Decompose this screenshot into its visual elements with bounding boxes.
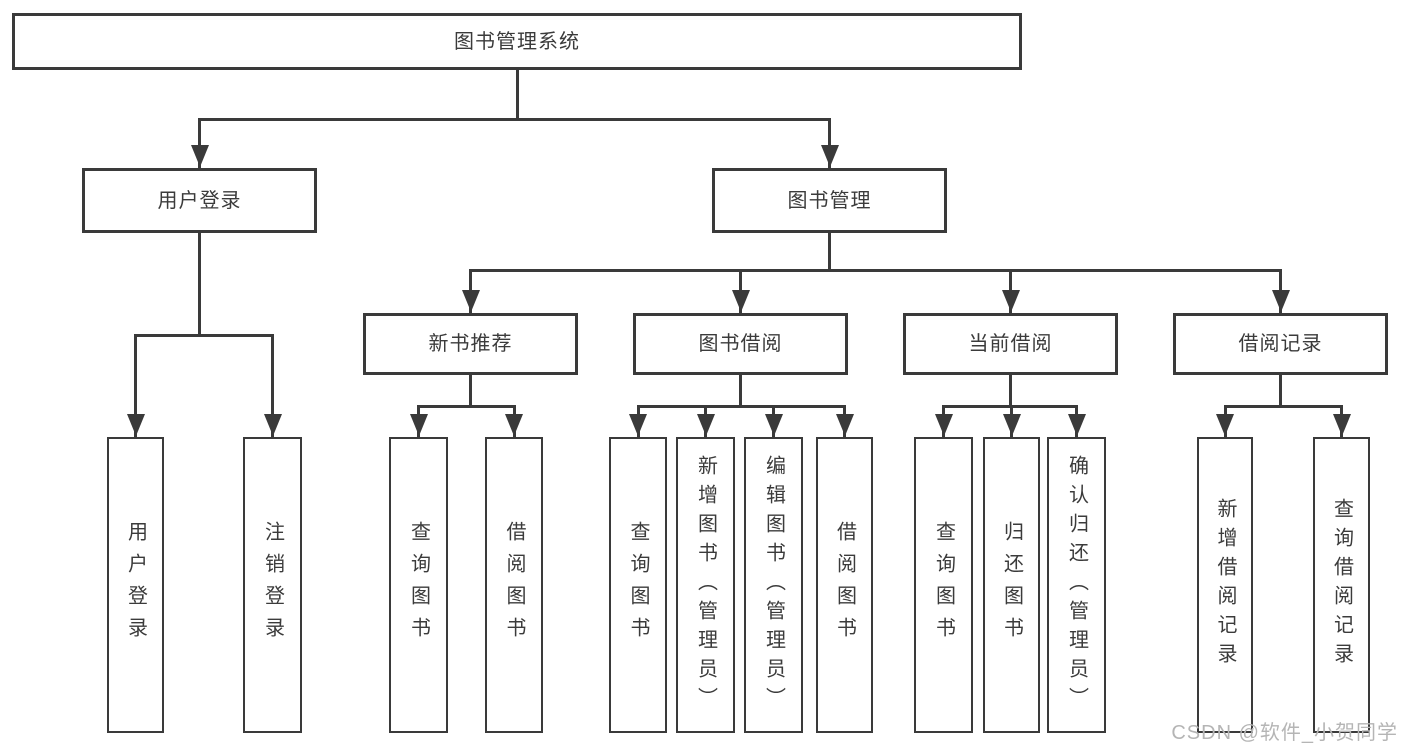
node-label: 用户登录 — [157, 189, 242, 212]
arrowhead-icon — [190, 145, 209, 167]
node-bb-edit: 编辑图书（管理员） — [744, 437, 803, 733]
node-label: 确认归还（管理员） — [1065, 454, 1088, 716]
node-login: 用户登录 — [107, 437, 164, 733]
node-borrow-record: 借阅记录 — [1173, 313, 1388, 375]
connector-line — [1279, 375, 1282, 406]
node-label: 查询图书 — [627, 521, 649, 649]
arrowhead-icon — [835, 414, 854, 436]
arrowhead-icon — [263, 414, 282, 436]
node-label: 图书管理 — [787, 189, 872, 212]
node-label: 新书推荐 — [428, 333, 513, 355]
node-book-mgmt: 图书管理 — [712, 168, 947, 233]
node-label: 借阅图书 — [833, 521, 856, 649]
connector-line — [1009, 375, 1012, 406]
node-label: 查询图书 — [407, 521, 430, 649]
connector-line — [198, 119, 201, 168]
node-br-add: 新增借阅记录 — [1197, 437, 1253, 733]
connector-line — [134, 335, 137, 437]
connector-line — [469, 268, 1282, 272]
connector-line — [417, 404, 516, 408]
watermark: CSDN @软件_小贺同学 — [1171, 722, 1398, 744]
node-label: 编辑图书（管理员） — [762, 454, 785, 716]
arrowhead-icon — [629, 414, 647, 436]
arrowhead-icon — [820, 145, 839, 167]
node-bb-search: 查询图书 — [609, 437, 667, 733]
node-cb-confirm: 确认归还（管理员） — [1047, 437, 1106, 733]
arrowhead-icon — [1002, 414, 1021, 436]
node-cb-return: 归还图书 — [983, 437, 1040, 733]
connector-line — [515, 70, 519, 119]
node-label: 用户登录 — [124, 521, 147, 649]
node-label: 当前借阅 — [968, 333, 1053, 355]
connector-line — [636, 404, 846, 408]
node-rec-borrow: 借阅图书 — [485, 437, 543, 733]
arrowhead-icon — [934, 414, 953, 436]
node-label: 查询借阅记录 — [1330, 498, 1353, 672]
node-rec-search: 查询图书 — [389, 437, 448, 733]
connector-line — [469, 375, 472, 406]
node-logout: 注销登录 — [243, 437, 302, 733]
arrowhead-icon — [1332, 414, 1351, 436]
node-label: 借阅记录 — [1238, 333, 1323, 355]
node-label: 归还图书 — [1000, 521, 1023, 649]
node-user-login: 用户登录 — [82, 168, 317, 233]
node-book-borrow: 图书借阅 — [633, 313, 848, 375]
connector-line — [739, 375, 742, 406]
node-br-search: 查询借阅记录 — [1313, 437, 1370, 733]
arrowhead-icon — [1067, 414, 1086, 436]
node-bb-add: 新增图书（管理员） — [676, 437, 735, 733]
node-new-book-rec: 新书推荐 — [363, 313, 578, 375]
connector-line — [271, 335, 274, 437]
arrowhead-icon — [505, 414, 523, 436]
arrowhead-icon — [1271, 290, 1290, 312]
node-label: 借阅图书 — [503, 521, 525, 649]
node-bb-borrow: 借阅图书 — [816, 437, 873, 733]
arrowhead-icon — [1001, 290, 1020, 312]
node-label: 注销登录 — [261, 521, 284, 649]
connector-line — [134, 333, 274, 337]
arrowhead-icon — [461, 290, 480, 312]
connector-line — [1223, 404, 1343, 408]
arrowhead-icon — [126, 414, 145, 436]
arrowhead-icon — [409, 414, 428, 436]
node-cb-search: 查询图书 — [914, 437, 973, 733]
arrowhead-icon — [731, 290, 750, 312]
node-label: 查询图书 — [932, 521, 955, 649]
connector-line — [828, 119, 831, 168]
arrowhead-icon — [696, 414, 715, 436]
connector-line — [198, 117, 831, 121]
node-current-borrow: 当前借阅 — [903, 313, 1118, 375]
node-label: 新增借阅记录 — [1214, 498, 1236, 672]
node-label: 图书借阅 — [698, 333, 783, 355]
arrowhead-icon — [1216, 414, 1234, 436]
node-label: 新增图书（管理员） — [694, 454, 717, 716]
connector-line — [828, 233, 831, 270]
node-root: 图书管理系统 — [12, 13, 1022, 70]
arrowhead-icon — [764, 414, 783, 436]
node-label: 图书管理系统 — [454, 30, 580, 53]
connector-line — [198, 233, 201, 335]
